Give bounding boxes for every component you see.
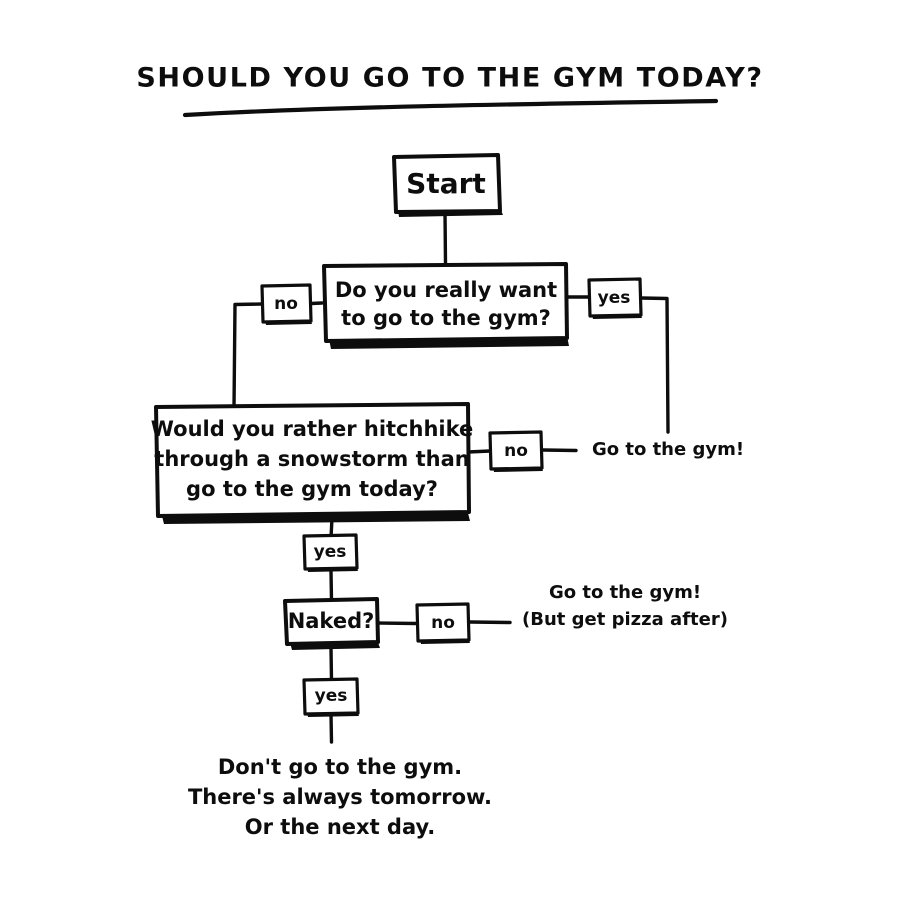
q3-yes-text: yes	[315, 686, 348, 706]
q1-yes-outline	[587, 277, 643, 318]
q3-yes-outline	[302, 677, 360, 716]
q3-no-outline	[415, 602, 471, 643]
q1-label-line1: Do you really want	[335, 278, 557, 302]
q1-label-line2: to go to the gym?	[341, 306, 551, 330]
q2-no-text: no	[504, 441, 528, 461]
connector-yes-to-final-outcome	[329, 712, 334, 744]
page-title: SHOULD YOU GO TO THE GYM TODAY?	[136, 63, 763, 94]
q3-box-outline	[283, 597, 380, 646]
q3-no-text: no	[431, 613, 455, 633]
outcome-nogym-line3: Or the next day.	[245, 815, 435, 839]
q2-box-outline	[154, 402, 471, 518]
outcome-go-to-gym: Go to the gym!	[592, 439, 744, 460]
edge-label-q3-yes[interactable]: yes	[302, 677, 360, 717]
edge-label-q1-yes[interactable]: yes	[587, 277, 643, 319]
connector-q3-to-no-label	[376, 621, 418, 626]
connector-q2-to-no-label	[466, 449, 492, 454]
q2-no-outline	[488, 430, 544, 471]
q2-label-line2: through a snowstorm than	[154, 447, 469, 471]
q1-no-outline	[260, 283, 313, 324]
connector-q3-to-yes-label	[329, 646, 334, 683]
edge-label-q3-no[interactable]: no	[415, 602, 471, 644]
edge-label-q2-no[interactable]: no	[488, 430, 544, 472]
connector-no-to-q2	[232, 302, 264, 410]
outcome-pizza-line1: Go to the gym!	[549, 582, 701, 603]
q2-yes-text: yes	[314, 542, 347, 562]
q2-label-line3: go to the gym today?	[186, 477, 438, 501]
outcome-dont-go: Don't go to the gym. There's always tomo…	[188, 755, 492, 839]
q2-label-line1: Would you rather hitchhike	[151, 417, 474, 441]
q1-box-outline	[322, 262, 569, 343]
connector-yes-to-q3	[329, 569, 334, 603]
connector-no-to-gym-outcome	[541, 448, 578, 453]
start-label: Start	[406, 167, 486, 200]
q1-no-text: no	[274, 294, 298, 314]
connector-start-to-q1	[443, 210, 448, 266]
node-question-want-gym[interactable]: Do you really want to go to the gym?	[322, 262, 569, 349]
outcome-nogym-line2: There's always tomorrow.	[188, 785, 492, 809]
edge-label-q2-yes[interactable]: yes	[302, 533, 359, 572]
q2-yes-outline	[302, 533, 359, 571]
outcome-go-to-gym-pizza: Go to the gym! (But get pizza after)	[522, 582, 728, 630]
node-start[interactable]: Start	[392, 153, 503, 217]
outcome-pizza-line2: (But get pizza after)	[522, 609, 728, 630]
node-question-hitchhike[interactable]: Would you rather hitchhike through a sno…	[151, 402, 474, 524]
outcome-gym-line1: Go to the gym!	[592, 439, 744, 460]
outcome-nogym-line1: Don't go to the gym.	[218, 755, 462, 779]
connector-q1-to-no-label	[309, 301, 324, 306]
title-underline	[182, 98, 719, 118]
node-question-naked[interactable]: Naked?	[283, 597, 380, 650]
q3-label: Naked?	[288, 609, 375, 633]
start-box-outline	[392, 153, 502, 214]
edge-label-q1-no[interactable]: no	[260, 283, 313, 325]
connector-no-to-pizza-outcome	[468, 620, 512, 625]
q1-yes-text: yes	[598, 288, 631, 308]
connector-yes-to-gym-outcome	[639, 296, 670, 434]
